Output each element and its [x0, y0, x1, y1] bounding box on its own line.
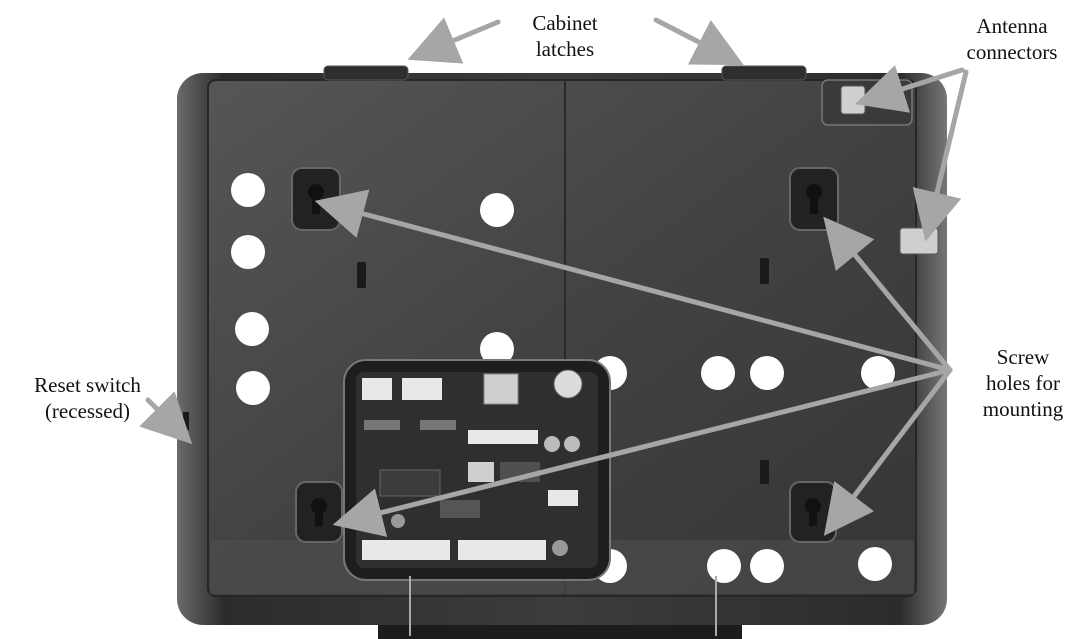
antenna-connector-top — [840, 85, 866, 115]
hole — [236, 371, 270, 405]
arrow-latch-left — [407, 17, 501, 64]
keyhole-bottom-left — [295, 481, 343, 543]
antenna-recess — [821, 79, 913, 126]
callout-arrows — [139, 17, 969, 537]
keyhole-top-right — [789, 167, 839, 231]
cabinet-latch-left — [323, 65, 409, 81]
hole — [750, 549, 784, 583]
capacitor — [553, 369, 583, 399]
arrow-reset — [139, 391, 193, 445]
slot-right — [760, 258, 769, 284]
ethernet-port — [483, 373, 519, 405]
slot-lower-right — [760, 460, 769, 484]
arrow-latch-right — [653, 17, 744, 66]
screw-holes-label: Screw holes for mounting — [962, 344, 1084, 422]
reset-switch — [183, 412, 189, 430]
label-line: Reset switch — [34, 373, 141, 397]
antenna-connectors-label: Antenna connectors — [940, 13, 1084, 65]
hole — [707, 549, 741, 583]
hole — [861, 356, 895, 390]
slot-left — [357, 262, 366, 288]
label-line: latches — [535, 37, 595, 61]
arrow-screw-bottom-right — [823, 367, 953, 536]
keyhole-bottom-right — [789, 481, 837, 543]
arrow-screw-top-left — [314, 189, 953, 373]
label-line: (recessed) — [44, 399, 131, 423]
label-line: Screw — [996, 345, 1050, 369]
hole — [750, 356, 784, 390]
reset-switch-label: Reset switch (recessed) — [0, 372, 175, 424]
hole — [480, 193, 514, 227]
label-line: holes for — [985, 371, 1061, 395]
arrow-antenna-side — [912, 69, 969, 242]
hole — [231, 235, 265, 269]
label-line: Antenna — [976, 14, 1048, 38]
label-line: Cabinet — [532, 11, 598, 35]
hole — [480, 332, 514, 366]
hole — [235, 312, 269, 346]
hole — [231, 173, 265, 207]
cabinet-latch-right — [721, 65, 807, 81]
label-line: connectors — [966, 40, 1058, 64]
arrow-screw-bottom-left — [332, 367, 953, 537]
arrow-screw-top-right — [823, 216, 953, 373]
antenna-connector-side — [899, 227, 939, 255]
label-line: mounting — [982, 397, 1064, 421]
hole — [858, 547, 892, 581]
keyhole-top-left — [291, 167, 341, 231]
arrow-antenna-top — [854, 65, 965, 113]
circuit-board — [343, 359, 611, 581]
hole — [701, 356, 735, 390]
cabinet-latches-label: Cabinet latches — [505, 10, 625, 62]
